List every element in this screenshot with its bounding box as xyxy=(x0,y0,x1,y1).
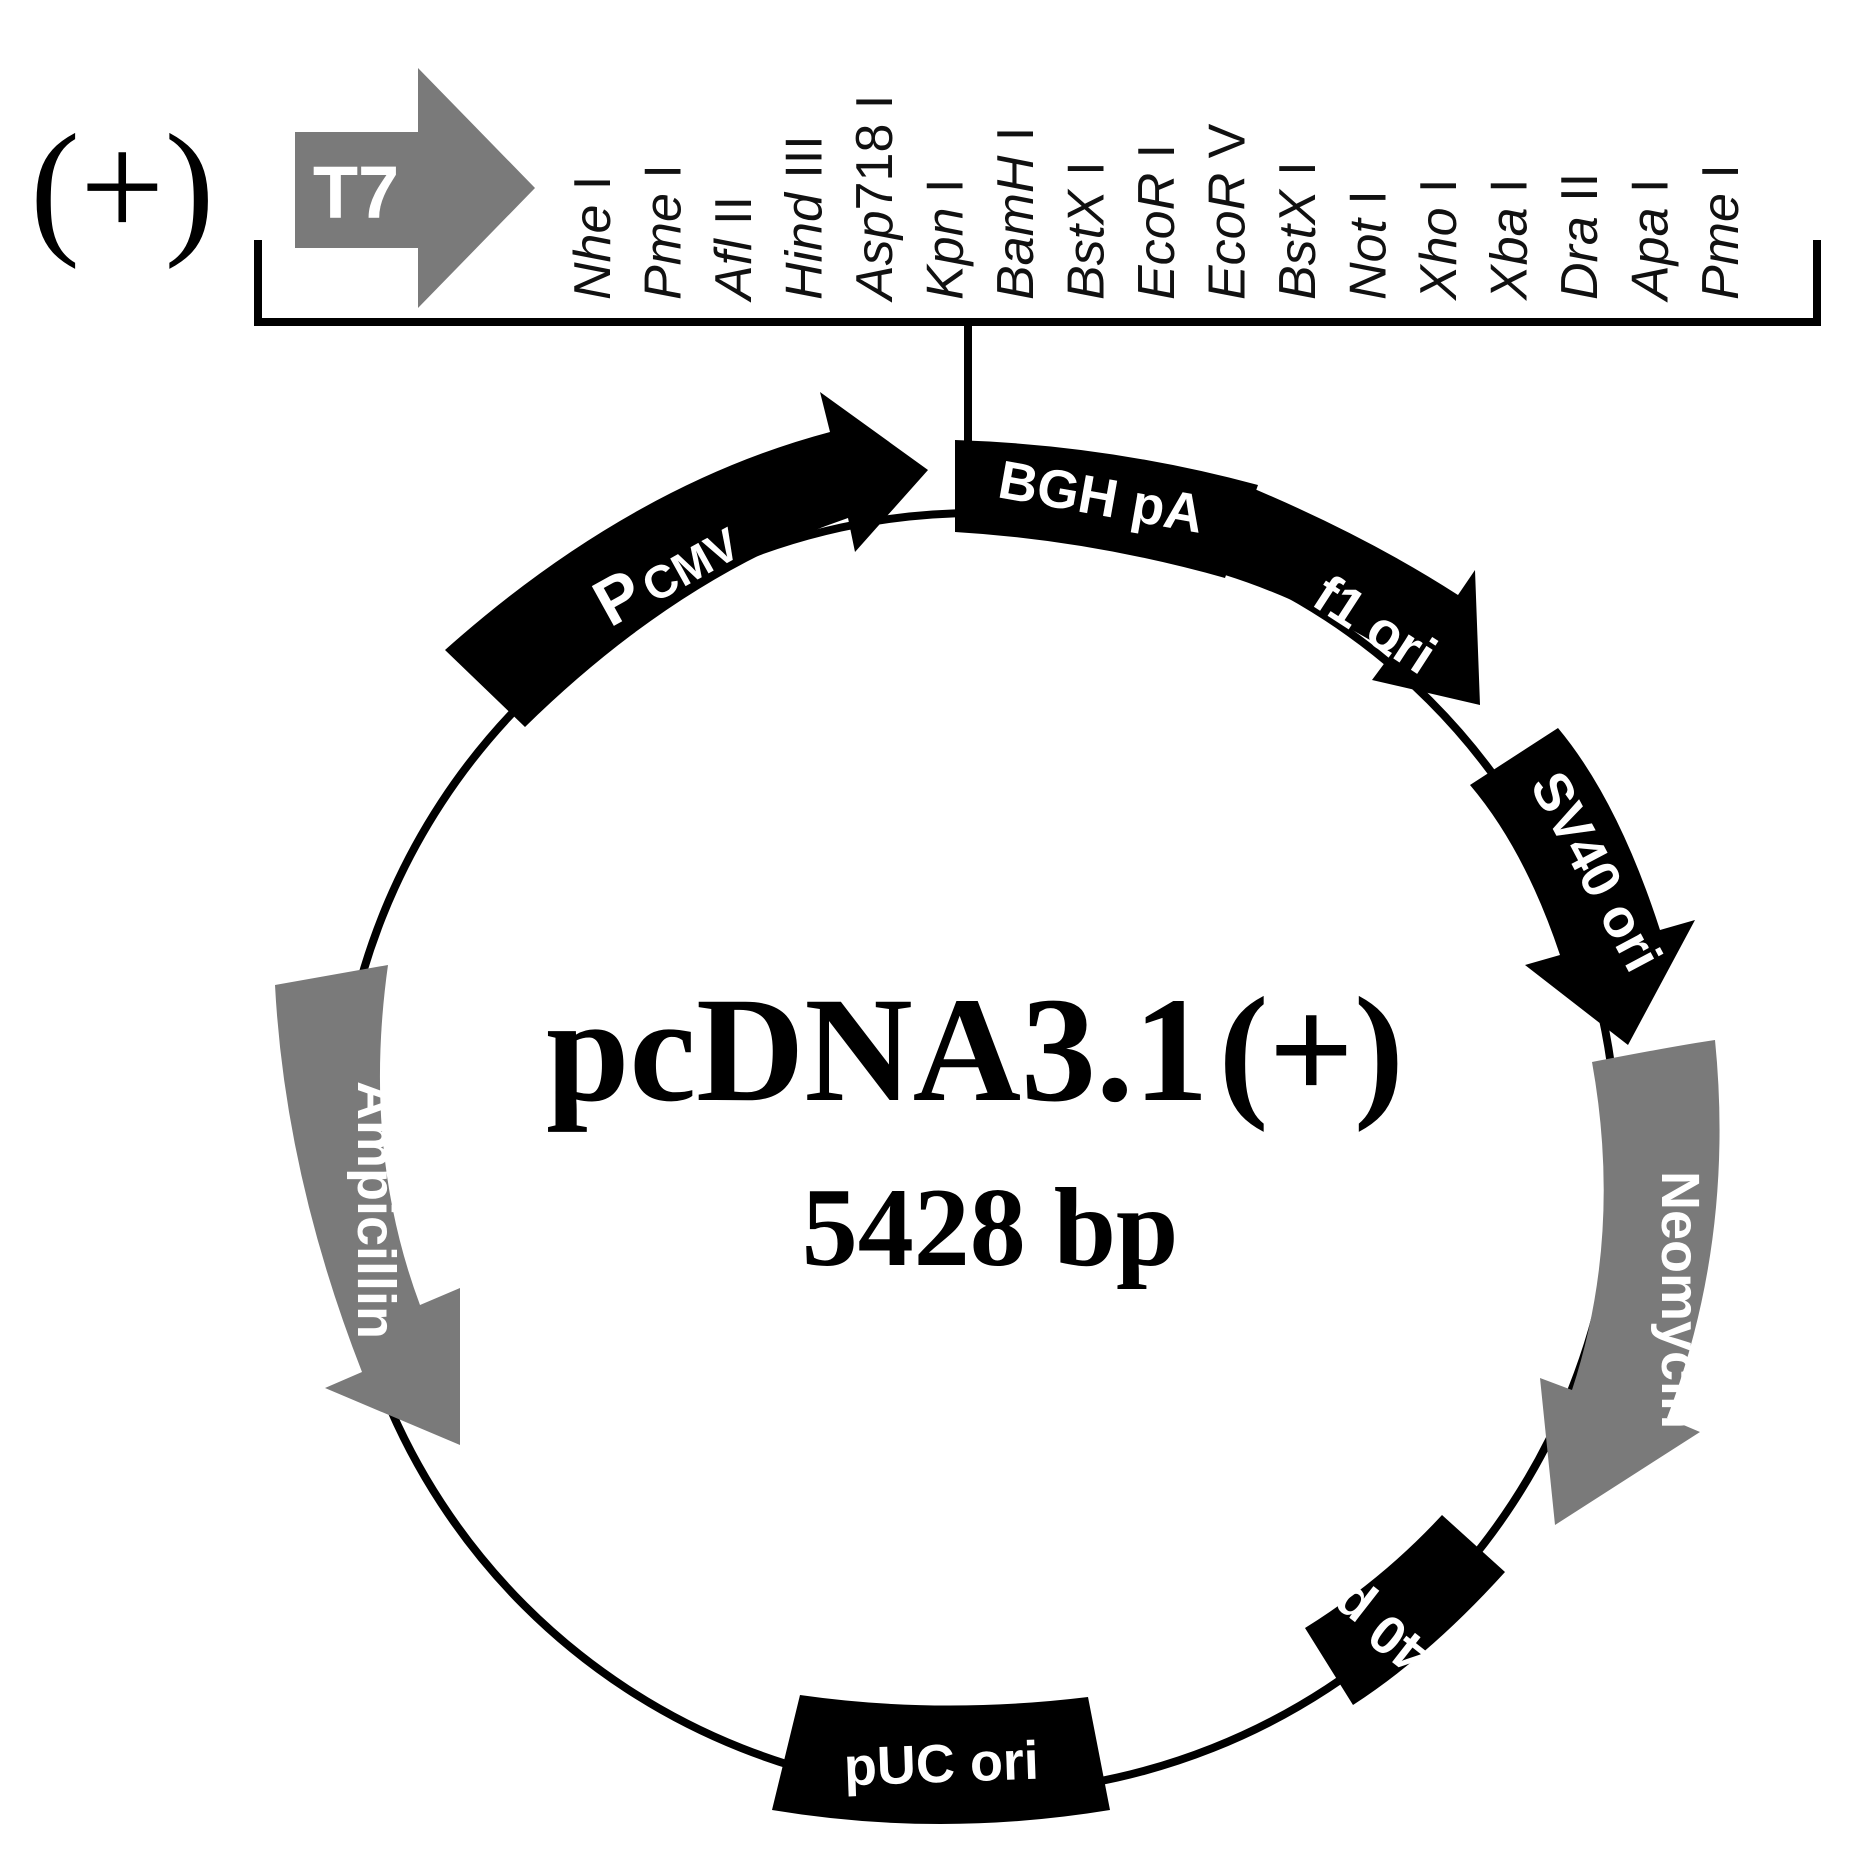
mcs-site-enzyme: Hind xyxy=(776,191,834,300)
mcs-site-suffix: I xyxy=(917,179,975,208)
mcs-site-suffix: II xyxy=(1551,173,1609,216)
mcs-site-suffix: I xyxy=(1340,190,1398,219)
mcs-site-enzyme: Afl xyxy=(705,238,763,303)
mcs-site-label: Dra II xyxy=(1551,173,1609,300)
mcs-site-enzyme: Dra xyxy=(1551,216,1609,300)
sv40-ori-arrow xyxy=(1470,728,1695,1045)
mcs-site-suffix: I xyxy=(1692,164,1750,193)
plasmid-name: pcDNA3.1(+) xyxy=(546,967,1404,1133)
mcs-site-label: Xba I xyxy=(1481,179,1539,301)
t7-label: T7 xyxy=(313,151,399,234)
puc-ori-box xyxy=(772,1695,1110,1824)
mcs-site-enzyme: BstX xyxy=(1058,188,1116,300)
mcs-site-label: Nhe I xyxy=(564,176,622,300)
mcs-site-enzyme: Xba xyxy=(1481,207,1539,301)
neomycin-label: Neomycin xyxy=(1650,1171,1710,1429)
mcs-site-label: Pme I xyxy=(1692,164,1750,300)
mcs-site-label: EcoR V xyxy=(1199,123,1257,300)
t7-promoter-arrow xyxy=(295,68,535,308)
bgh-pa-box xyxy=(955,440,1258,578)
mcs-site-suffix: I xyxy=(635,164,693,193)
mcs-site-label: Not I xyxy=(1340,190,1398,300)
mcs-site-suffix: II xyxy=(705,196,763,239)
f1-ori-arrow xyxy=(1225,485,1480,705)
mcs-site-suffix: I xyxy=(1622,179,1680,208)
mcs-site-enzyme: EcoR xyxy=(1128,173,1186,300)
mcs-site-suffix: I xyxy=(1269,161,1327,190)
mcs-site-label: EcoR I xyxy=(1128,144,1186,300)
mcs-site-suffix: I xyxy=(1410,179,1468,208)
mcs-site-enzyme: EcoR xyxy=(1199,173,1257,300)
mcs-site-enzyme: Not xyxy=(1340,217,1398,300)
mcs-site-label: Hind III xyxy=(776,135,834,300)
mcs-site-enzyme: Nhe xyxy=(564,205,622,300)
mcs-site-enzyme: Pme xyxy=(1692,193,1750,300)
ampicillin-label: Ampicillin xyxy=(346,1081,406,1339)
mcs-site-suffix: I xyxy=(987,127,1045,156)
mcs-site-enzyme: BamH xyxy=(987,155,1045,300)
mcs-site-label: BamH I xyxy=(987,127,1045,300)
mcs-site-suffix: V xyxy=(1199,123,1257,172)
pcmv-arrow xyxy=(445,392,928,727)
neomycin-arrow xyxy=(1540,1040,1720,1525)
mcs-site-label: BstX I xyxy=(1058,161,1116,300)
mcs-site-label: Asp718 I xyxy=(846,95,904,303)
mcs-site-suffix: I xyxy=(564,176,622,205)
mcs-site-suffix: I xyxy=(1128,144,1186,173)
mcs-site-suffix: I xyxy=(1481,179,1539,208)
mcs-site-enzyme: Asp xyxy=(846,210,904,303)
mcs-site-enzyme: Apa xyxy=(1622,207,1680,303)
plasmid-size: 5428 bp xyxy=(802,1166,1179,1290)
mcs-site-enzyme: Pme xyxy=(635,193,693,300)
puc-ori-label: pUC ori xyxy=(843,1731,1040,1798)
mcs-site-label: Apa I xyxy=(1622,179,1680,303)
mcs-site-label: BstX I xyxy=(1269,161,1327,300)
mcs-site-enzyme: Xho xyxy=(1410,207,1468,301)
mcs-site-enzyme: BstX xyxy=(1269,188,1327,300)
mcs-site-enzyme: Kpn xyxy=(917,207,975,300)
strand-label: (+) xyxy=(30,104,215,270)
mcs-site-suffix: I xyxy=(1058,161,1116,190)
mcs-site-label: Afl II xyxy=(705,196,763,303)
mcs-site-label: Pme I xyxy=(635,164,693,300)
mcs-site-label: Kpn I xyxy=(917,179,975,300)
mcs-site-label: Xho I xyxy=(1410,179,1468,301)
ampicillin-arrow xyxy=(275,965,460,1445)
sv40-pa-box xyxy=(1305,1515,1505,1705)
mcs-site-suffix: III xyxy=(776,135,834,193)
mcs-site-suffix: 718 I xyxy=(846,95,904,211)
mcs-bracket xyxy=(254,240,1821,326)
